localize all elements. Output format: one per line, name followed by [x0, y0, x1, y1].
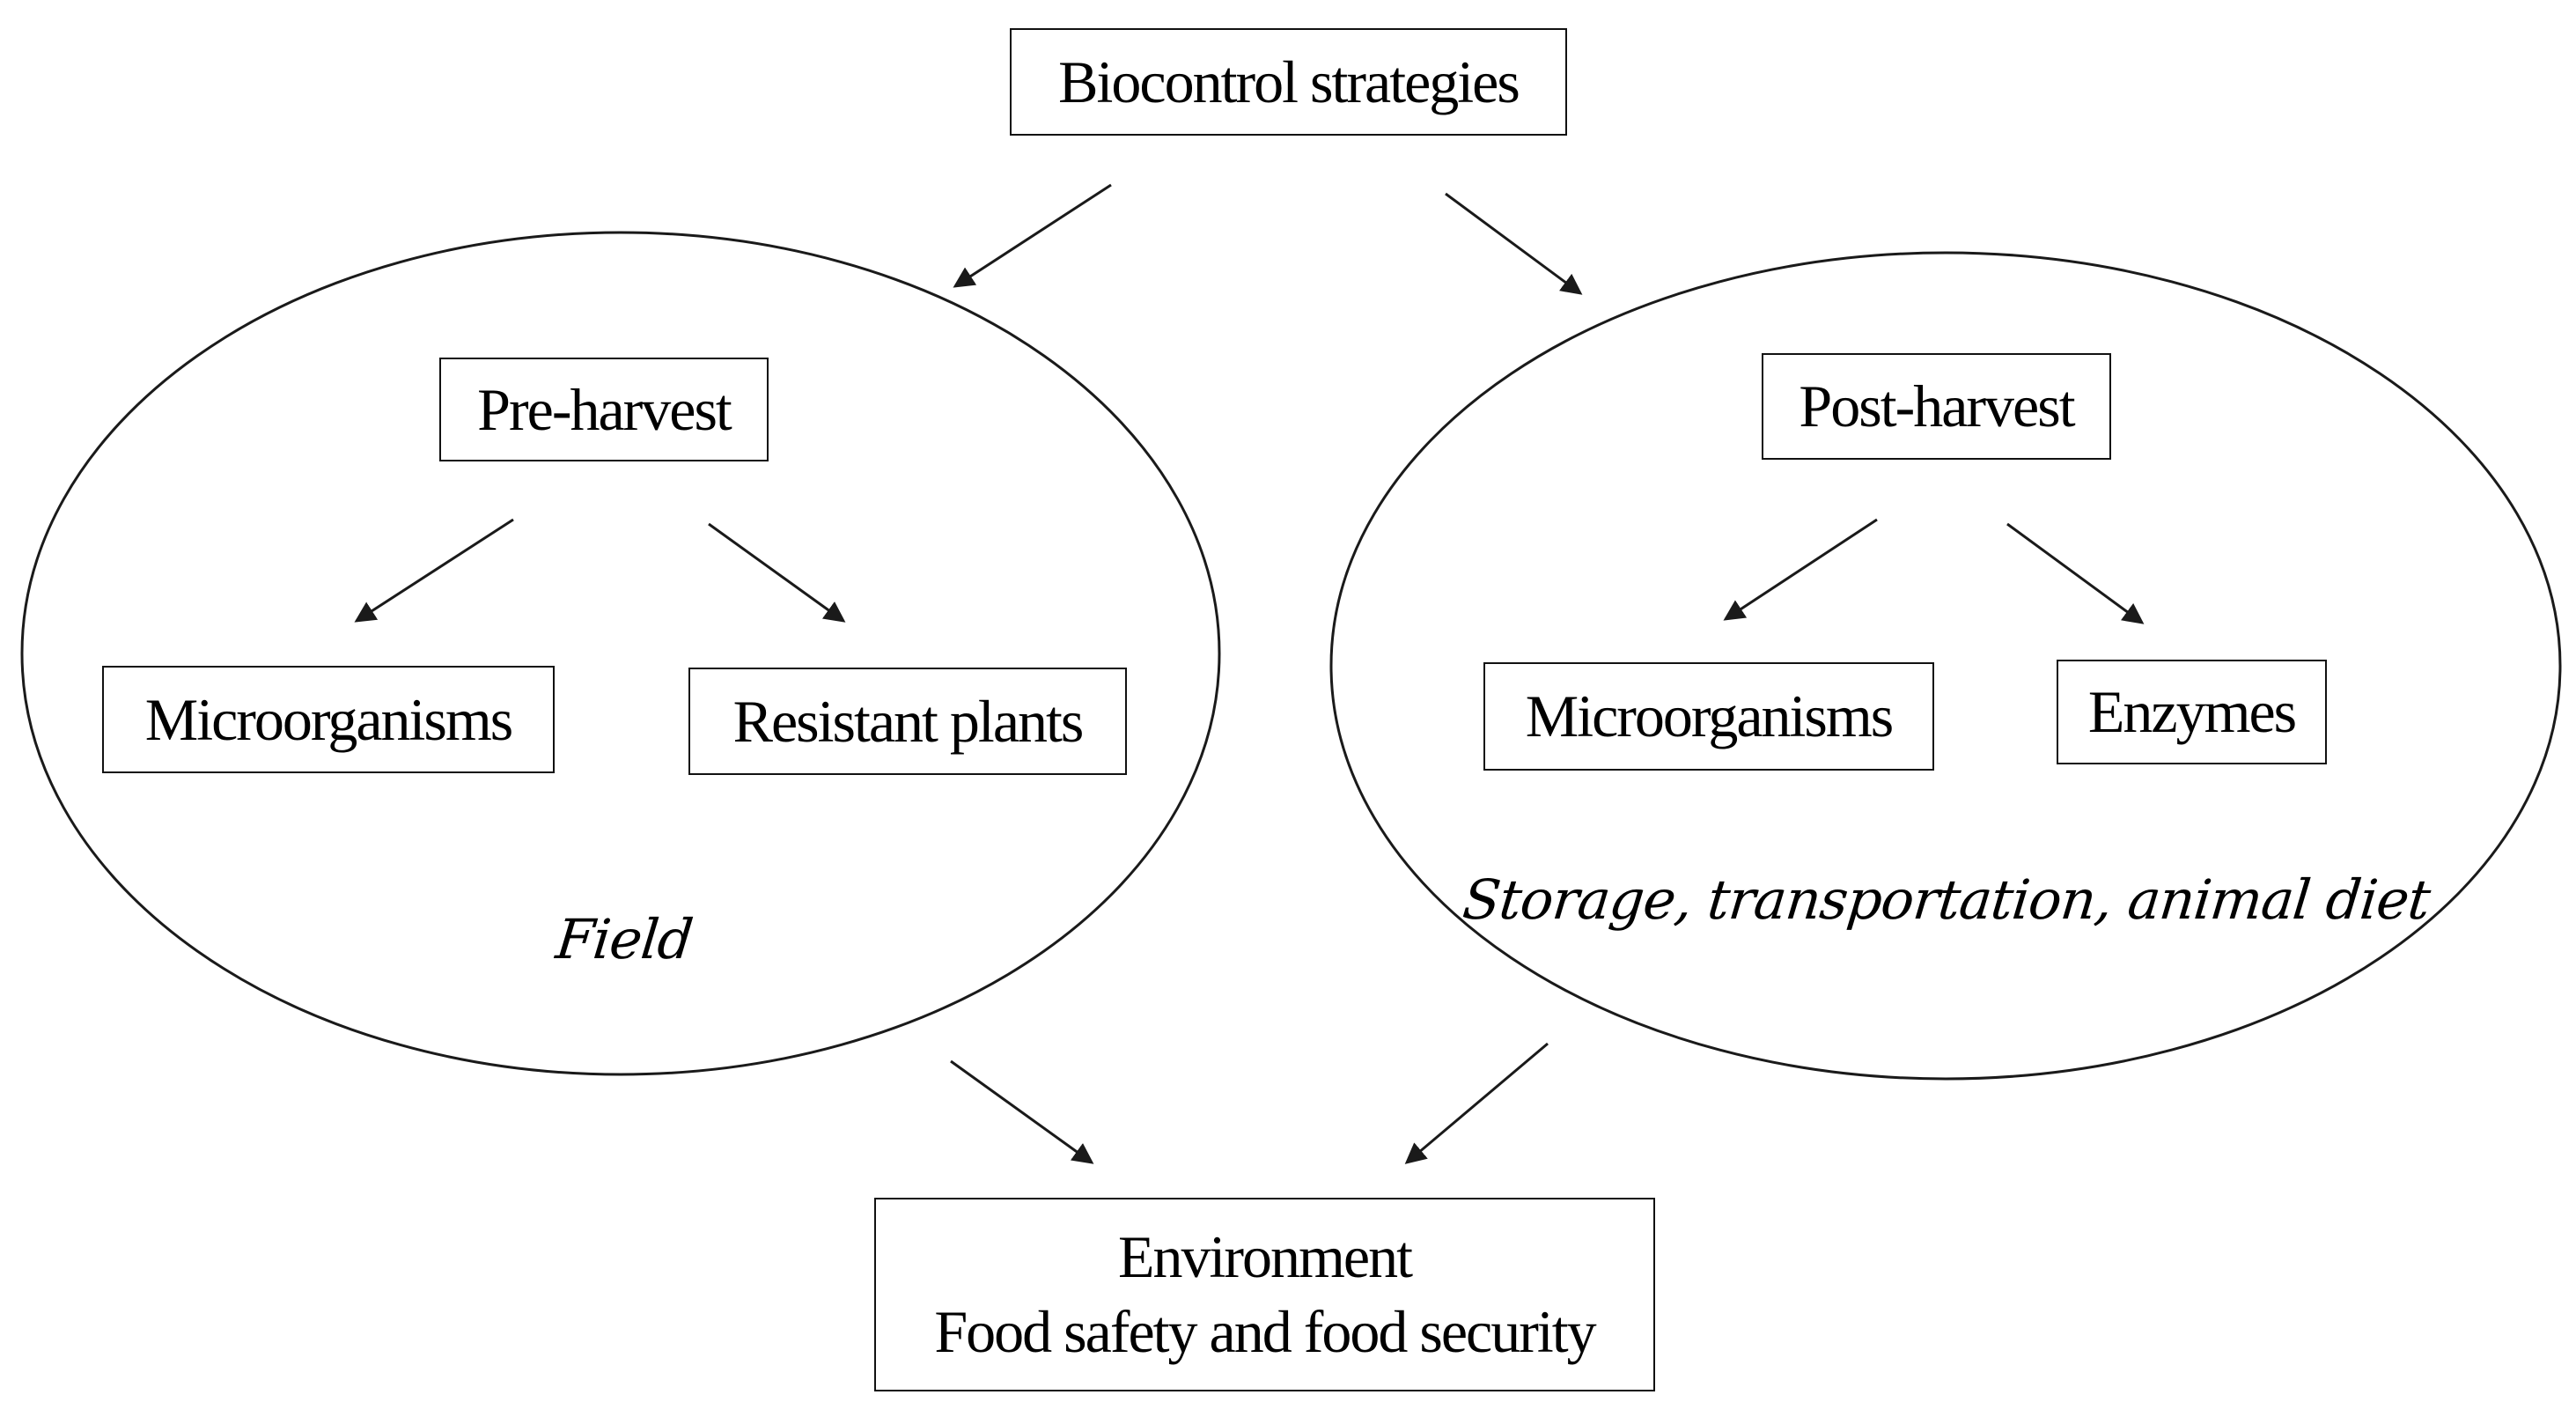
arrow-root-to-post-harvest — [1445, 192, 1583, 295]
pre-harvest-node: Pre-harvest — [439, 358, 769, 461]
post-harvest-microorganisms-label: Microorganisms — [1525, 683, 1894, 749]
outcome-node: Environment Food safety and food securit… — [874, 1198, 1655, 1391]
root-node: Biocontrol strategies — [1010, 28, 1567, 136]
post-harvest-context: Storage, transportation, animal diet — [1460, 867, 2433, 932]
outcome-line-1: Environment — [1117, 1223, 1413, 1290]
post-harvest-node: Post-harvest — [1762, 353, 2111, 460]
post-harvest-title: Post-harvest — [1799, 373, 2075, 439]
arrow-post-harvest-to-enzymes — [2006, 522, 2145, 624]
resistant-plants-label: Resistant plants — [732, 687, 1085, 755]
enzymes-node: Enzymes — [2057, 660, 2327, 764]
arrow-pre-harvest-to-microorganisms — [354, 518, 514, 623]
pre-harvest-microorganisms-label: Microorganisms — [144, 685, 513, 753]
pre-harvest-microorganisms-node: Microorganisms — [102, 666, 555, 773]
arrow-pre-harvest-to-resistant-plants — [708, 522, 846, 623]
pre-harvest-context: Field — [553, 907, 696, 971]
arrow-pre-harvest-to-outcome — [950, 1059, 1094, 1164]
enzymes-label: Enzymes — [2087, 678, 2297, 745]
post-harvest-ellipse — [1329, 251, 2562, 1081]
resistant-plants-node: Resistant plants — [688, 668, 1127, 775]
arrow-post-harvest-to-outcome — [1404, 1042, 1549, 1164]
post-harvest-microorganisms-node: Microorganisms — [1483, 662, 1934, 771]
arrow-post-harvest-to-microorganisms — [1723, 518, 1878, 621]
root-label: Biocontrol strategies — [1058, 48, 1520, 115]
outcome-line-2: Food safety and food security — [934, 1298, 1596, 1365]
arrow-root-to-pre-harvest — [953, 183, 1112, 288]
pre-harvest-title: Pre-harvest — [477, 375, 732, 443]
pre-harvest-ellipse — [20, 231, 1221, 1076]
